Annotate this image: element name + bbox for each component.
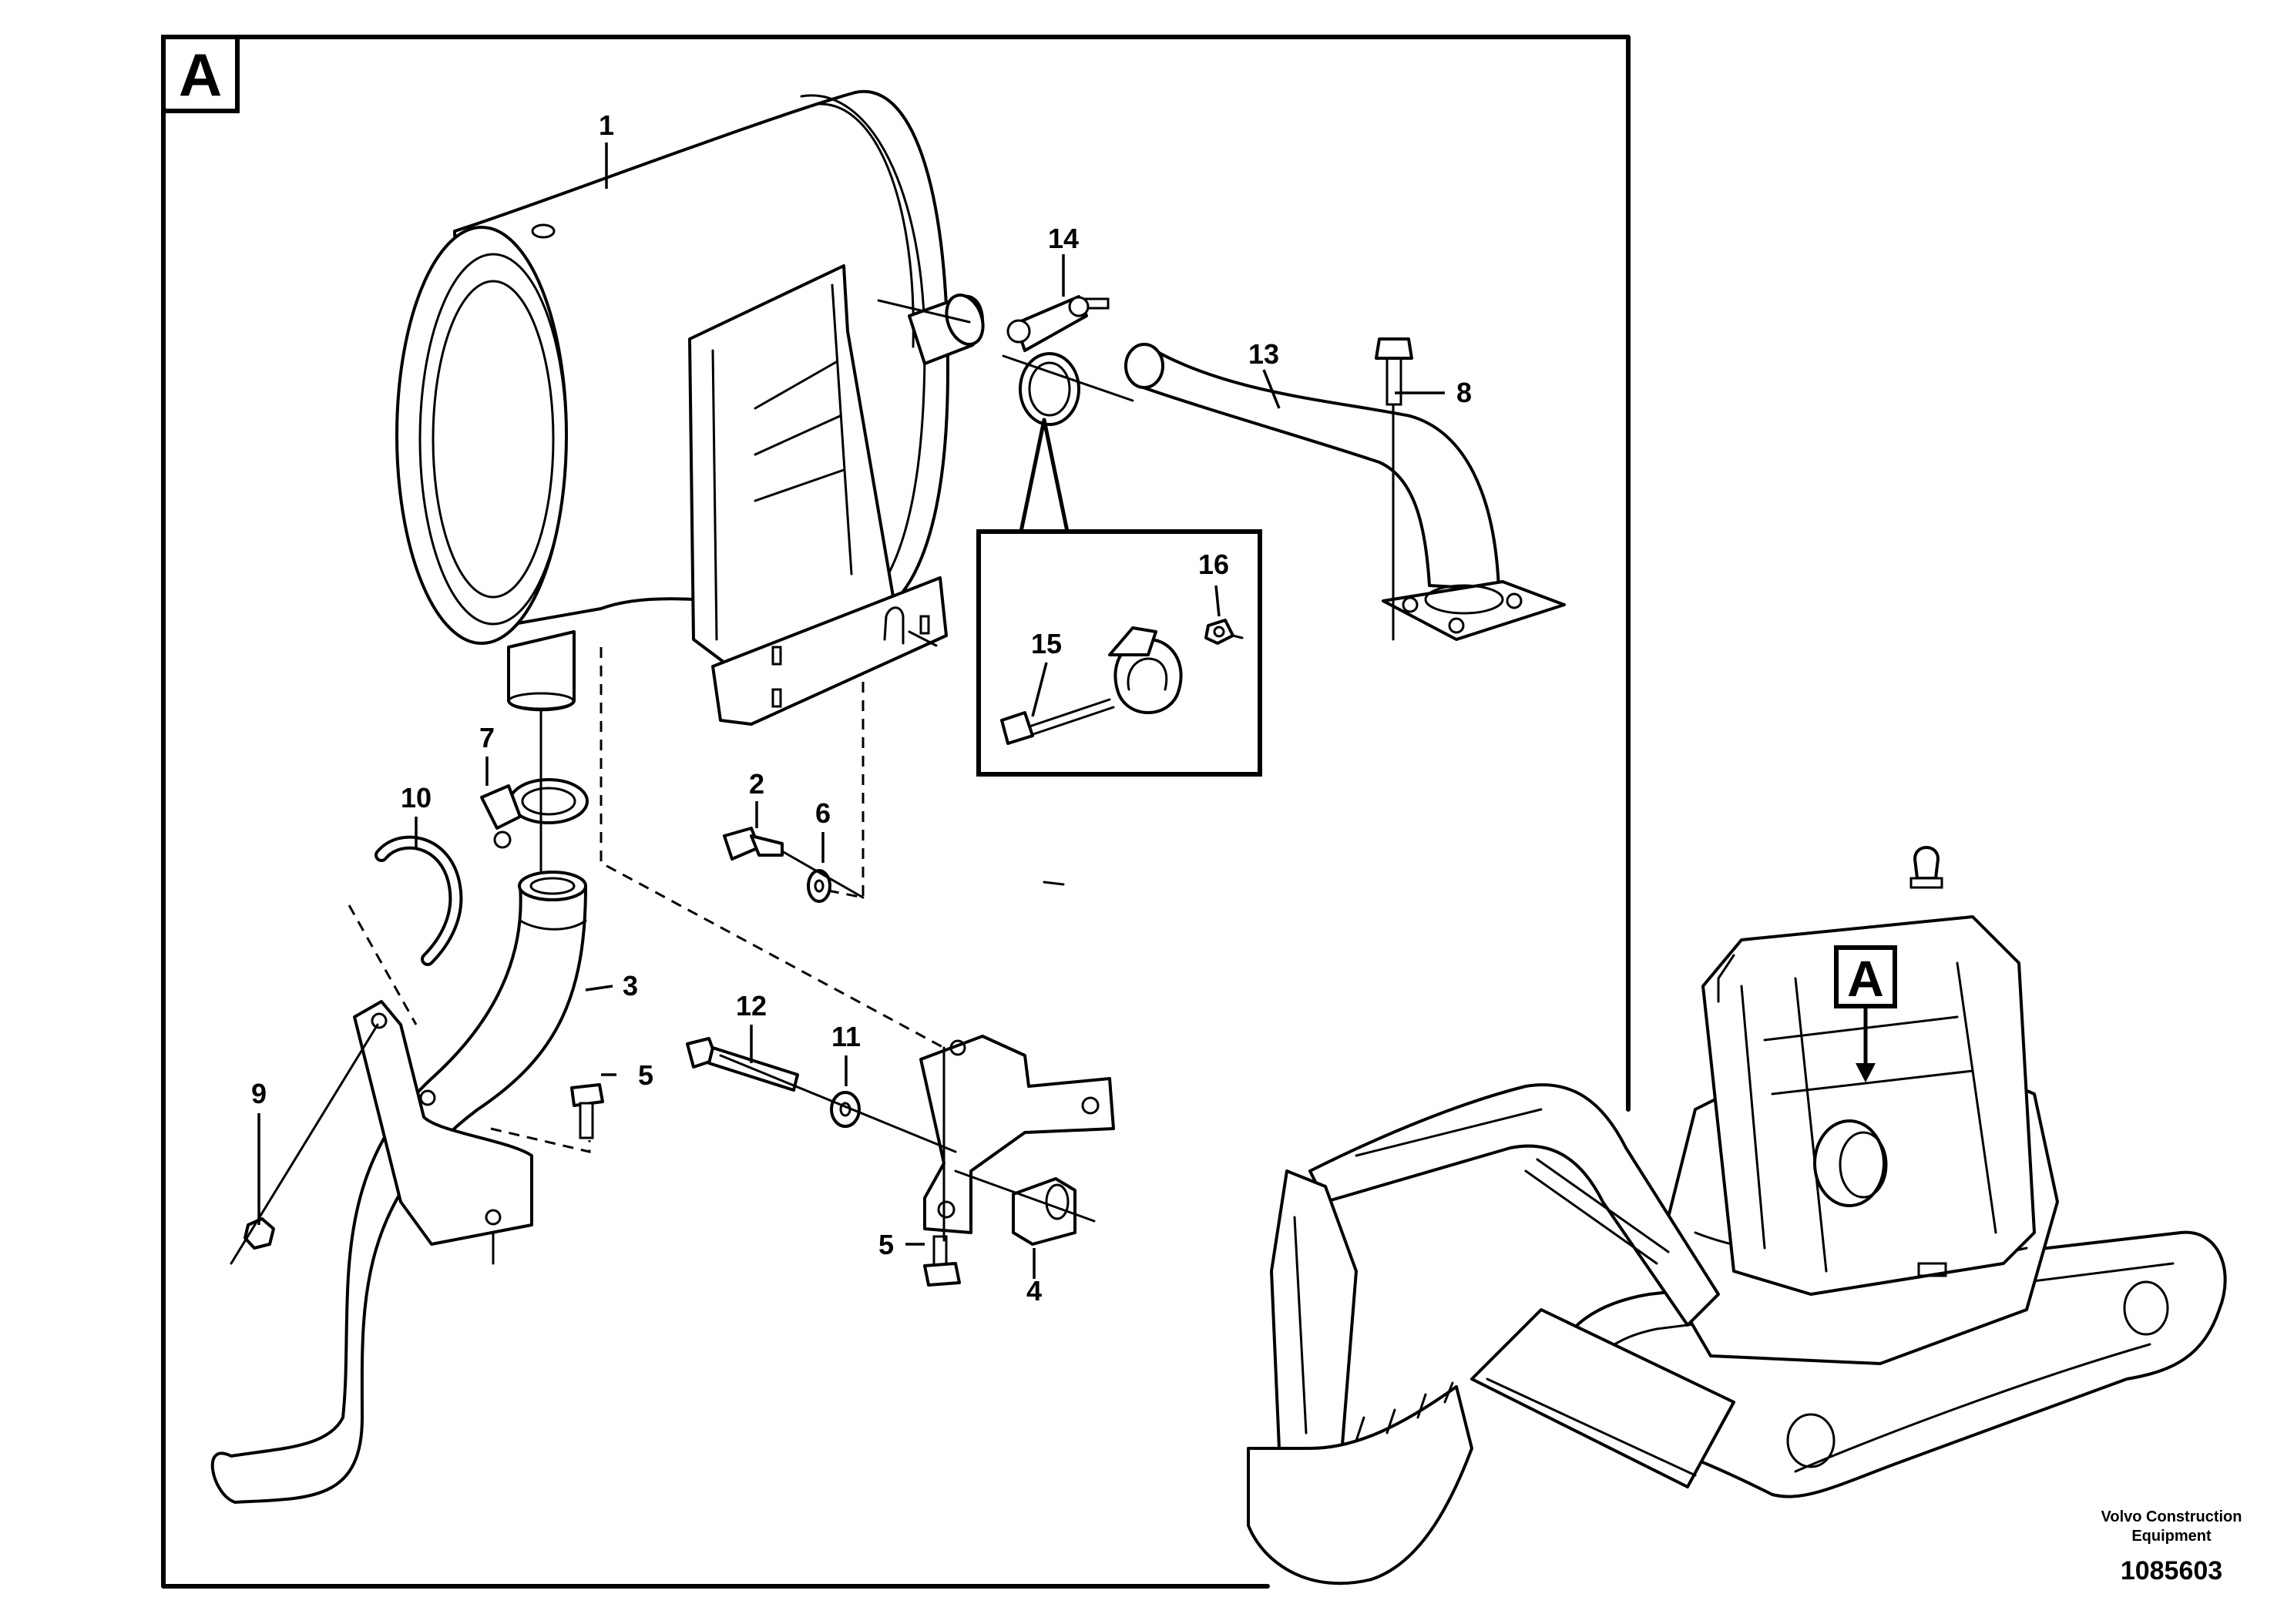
label-1: 1	[599, 109, 614, 141]
nut-9-part	[244, 1217, 275, 1250]
part-labels: 1 14 13 8 16 15 7 2 6 10 3 12 11 5 9 5 4	[251, 109, 1472, 1307]
label-5-upper: 5	[638, 1059, 653, 1091]
title-block: Volvo Construction Equipment 1085603	[2101, 1508, 2242, 1585]
leader-lines	[257, 143, 1445, 1279]
label-3: 3	[623, 970, 638, 1002]
washer-6-part	[807, 869, 831, 903]
label-4: 4	[1026, 1275, 1042, 1307]
label-14: 14	[1048, 223, 1079, 254]
label-7: 7	[479, 722, 495, 753]
bolt-5-lower-part	[923, 1235, 961, 1287]
label-12: 12	[736, 990, 767, 1022]
clamp-14-part	[1006, 295, 1110, 426]
label-11: 11	[831, 1021, 861, 1052]
bolt-8-part	[1375, 337, 1413, 406]
excavator-callout-label: A	[1847, 950, 1884, 1007]
hose-bracket-part	[353, 1000, 533, 1246]
assembly-lines	[230, 299, 1395, 1265]
label-13: 13	[1248, 338, 1279, 370]
bolt-5-upper-part	[570, 1083, 604, 1139]
publisher-line-1: Volvo Construction	[2101, 1508, 2242, 1525]
u-bolt-10-part	[374, 835, 463, 966]
exhaust-pipe-13-part	[1124, 343, 1566, 641]
label-8: 8	[1456, 377, 1472, 408]
muffler-part	[395, 89, 985, 726]
label-10: 10	[401, 782, 432, 814]
frame-label: A	[179, 41, 222, 109]
drawing-number: 1085603	[2121, 1556, 2222, 1585]
publisher-line-2: Equipment	[2131, 1528, 2212, 1545]
label-16: 16	[1198, 549, 1229, 580]
bolt-2-part	[723, 827, 784, 861]
label-5-lower: 5	[878, 1229, 894, 1260]
label-2: 2	[749, 768, 764, 800]
excavator-overview: A	[1247, 846, 2227, 1585]
clamp-7-part	[480, 778, 589, 849]
label-9: 9	[251, 1078, 267, 1109]
rubber-mount-4-part	[1012, 1177, 1076, 1246]
clamp-detail-inset	[976, 418, 1262, 777]
support-bracket-part	[919, 1035, 1115, 1234]
label-15: 15	[1031, 628, 1062, 659]
detail-frame-a: A	[161, 35, 1631, 1589]
label-6: 6	[815, 797, 831, 829]
